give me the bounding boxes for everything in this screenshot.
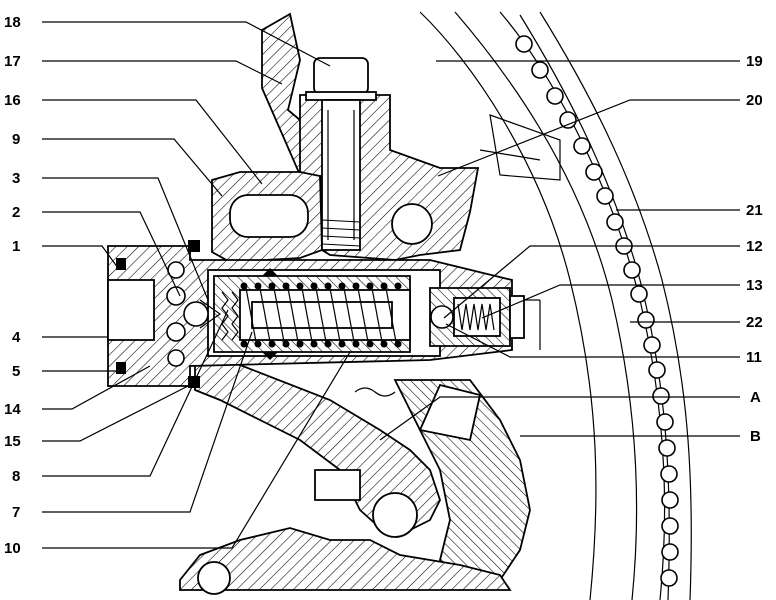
tensioner-spring xyxy=(240,282,402,348)
callout-22: 22 xyxy=(746,314,763,331)
callout-1: 1 xyxy=(12,238,20,255)
callout-11: 11 xyxy=(746,349,762,366)
tensioner-assembly xyxy=(107,240,541,388)
end-plug-bore xyxy=(107,279,155,341)
callout-18: 18 xyxy=(4,14,21,31)
callout-17: 17 xyxy=(4,53,21,70)
callout-2: 2 xyxy=(12,204,20,221)
callout-21: 21 xyxy=(746,202,763,219)
callout-16: 16 xyxy=(4,92,21,109)
callout-13: 13 xyxy=(746,277,763,294)
callout-9: 9 xyxy=(12,131,20,148)
callout-20: 20 xyxy=(746,92,763,109)
callout-15: 15 xyxy=(4,433,21,450)
callout-12: 12 xyxy=(746,238,763,255)
callout-4: 4 xyxy=(12,329,21,346)
left-callout-labels: 18 17 16 9 3 2 1 4 5 14 15 8 7 10 xyxy=(4,14,21,557)
piston-core-6 xyxy=(251,301,393,329)
callout-8: 8 xyxy=(12,468,20,485)
seal-ring-1 xyxy=(116,258,126,270)
callout-3: 3 xyxy=(12,170,20,187)
callout-B: B xyxy=(750,428,761,445)
oil-passage-16 xyxy=(229,194,309,238)
right-callout-labels: 19 20 21 12 13 22 11 A B xyxy=(746,53,763,445)
seal-ring-5 xyxy=(116,362,126,374)
callout-19: 19 xyxy=(746,53,763,70)
callout-10: 10 xyxy=(4,540,21,557)
timing-chain xyxy=(515,11,692,600)
leader-lines xyxy=(42,21,740,549)
callout-14: 14 xyxy=(4,401,21,418)
callout-5: 5 xyxy=(12,363,20,380)
callout-A: A xyxy=(750,389,761,406)
check-ball-11 xyxy=(430,305,454,329)
valve-spring-13 xyxy=(457,303,495,331)
callout-7: 7 xyxy=(12,504,20,521)
mounting-bolt xyxy=(305,57,377,251)
